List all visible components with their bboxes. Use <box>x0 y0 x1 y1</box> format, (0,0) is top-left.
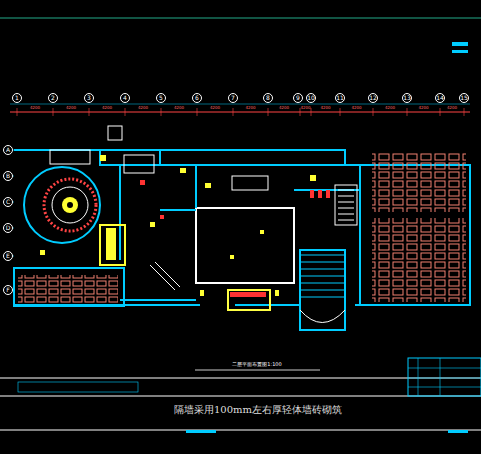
grid-bubble: E <box>3 251 13 261</box>
note-text: 隔墙采用100mm左右厚轻体墙砖砌筑 <box>174 405 342 415</box>
grid-number: 3 <box>87 95 91 101</box>
dimension-text: 4200 <box>210 106 220 110</box>
dimension-text: 4200 <box>320 106 330 110</box>
dimension-text: 4200 <box>351 106 361 110</box>
grid-number: 5 <box>159 95 163 101</box>
grid-number: 8 <box>266 95 270 101</box>
dimension-text: 4200 <box>30 106 40 110</box>
grid-number: 14 <box>436 95 444 101</box>
grid-bubble: 11 <box>335 93 345 103</box>
grid-bubble: 7 <box>228 93 238 103</box>
grid-number: 1 <box>15 95 19 101</box>
grid-bubble: F <box>3 285 13 295</box>
dimension-text: 4200 <box>174 106 184 110</box>
dimension-text: 4200 <box>418 106 428 110</box>
grid-number: 7 <box>231 95 235 101</box>
grid-number: 10 <box>307 95 315 101</box>
grid-bubble: 13 <box>402 93 412 103</box>
dimension-text: 4200 <box>300 106 310 110</box>
grid-bubble: 6 <box>192 93 202 103</box>
grid-number: 6 <box>195 95 199 101</box>
grid-bubble: D <box>3 223 13 233</box>
grid-number: F <box>6 287 9 293</box>
drawing-name: 二层平面布置图1:100 <box>232 362 281 367</box>
grid-number: 12 <box>369 95 377 101</box>
grid-bubble: 12 <box>368 93 378 103</box>
grid-bubble: 10 <box>306 93 316 103</box>
dimension-text: 4200 <box>102 106 112 110</box>
grid-number: 9 <box>296 95 300 101</box>
dimension-text: 4200 <box>279 106 289 110</box>
grid-number: 15 <box>460 95 468 101</box>
grid-number: 2 <box>51 95 55 101</box>
grid-number: D <box>6 225 11 231</box>
grid-bubble: 1 <box>12 93 22 103</box>
grid-number: C <box>6 199 10 205</box>
grid-number: B <box>6 173 10 179</box>
grid-number: E <box>6 253 10 259</box>
grid-number: 11 <box>336 95 344 101</box>
dimension-text: 4200 <box>245 106 255 110</box>
grid-number: 4 <box>123 95 127 101</box>
grid-bubble: 14 <box>435 93 445 103</box>
grid-bubble: 5 <box>156 93 166 103</box>
grid-bubble: 8 <box>263 93 273 103</box>
dimension-text: 4200 <box>66 106 76 110</box>
grid-number: 13 <box>403 95 411 101</box>
grid-bubble: 2 <box>48 93 58 103</box>
grid-bubble: C <box>3 197 13 207</box>
dimension-text: 4200 <box>385 106 395 110</box>
grid-number: A <box>6 147 10 153</box>
dimension-text: 4200 <box>138 106 148 110</box>
grid-bubble: 4 <box>120 93 130 103</box>
grid-bubble: 3 <box>84 93 94 103</box>
grid-bubble: 9 <box>293 93 303 103</box>
grid-bubble: 15 <box>459 93 469 103</box>
dimension-text: 4200 <box>447 106 457 110</box>
grid-bubble: B <box>3 171 13 181</box>
grid-bubble: A <box>3 145 13 155</box>
